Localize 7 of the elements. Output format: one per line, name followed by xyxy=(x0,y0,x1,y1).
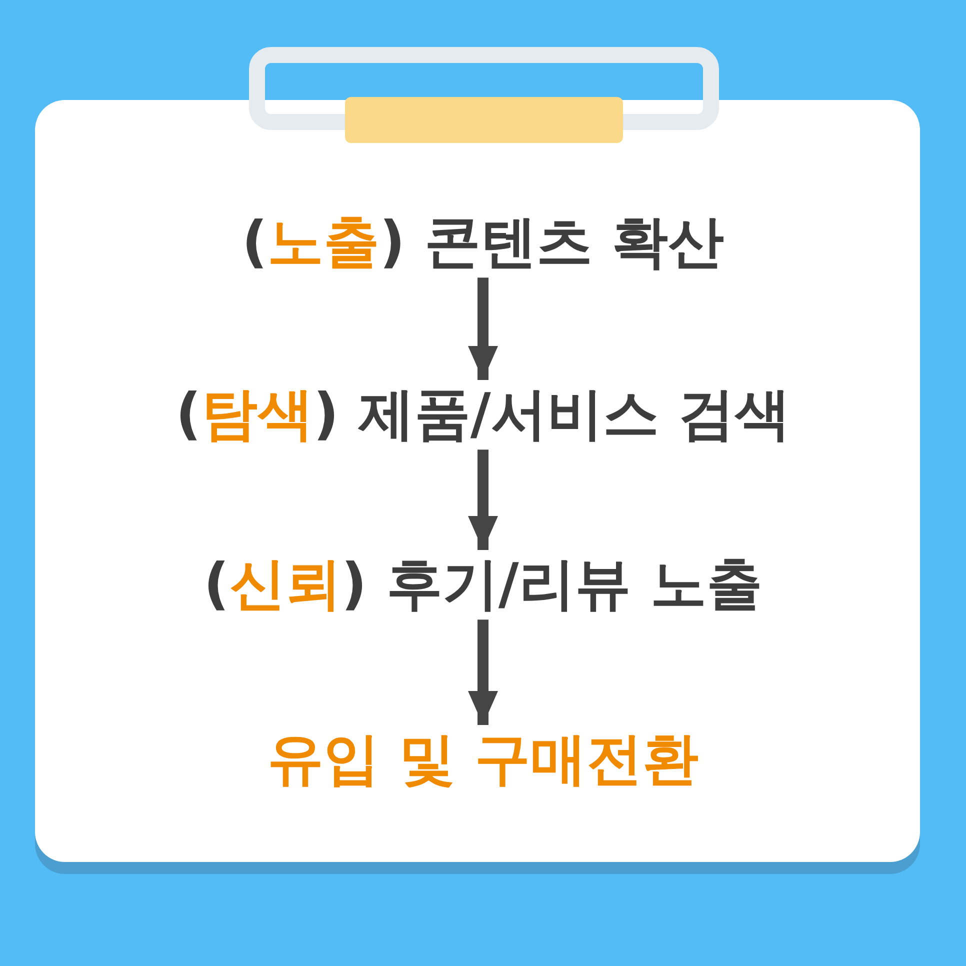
down-arrow xyxy=(468,278,498,380)
step-text: 유입 및 구매전환 xyxy=(268,729,698,791)
step-text: (신뢰) 후기/리뷰 노출 xyxy=(204,554,762,616)
step-text: (노출) 콘텐츠 확산 xyxy=(242,212,724,274)
step-text: (탐색) 제품/서비스 검색 xyxy=(176,384,790,446)
down-arrow xyxy=(468,620,498,725)
down-arrow xyxy=(468,450,498,550)
